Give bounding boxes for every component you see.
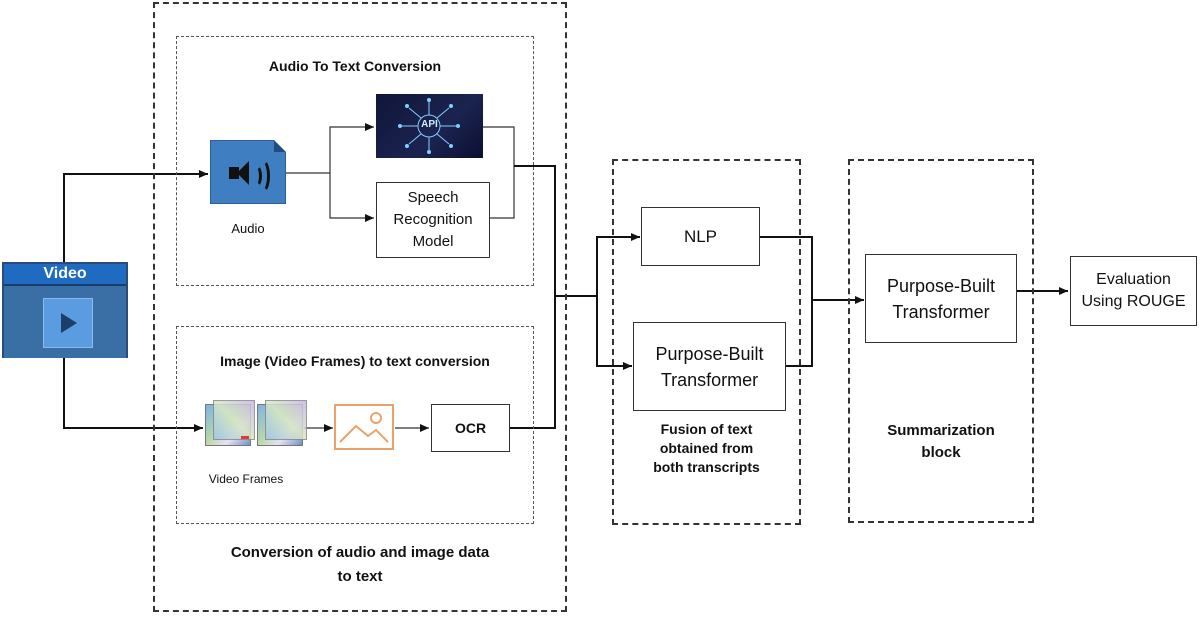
conversion-caption-line1: Conversion of audio and image data (230, 544, 490, 561)
speech-recognition-box: Speech Recognition Model (376, 182, 490, 258)
video-frames-icon (205, 400, 307, 450)
conversion-block (153, 2, 567, 612)
fusion-caption: Fusion of text obtained from both transc… (653, 421, 760, 475)
api-card: API (376, 94, 483, 158)
audio-section-title: Audio To Text Conversion (268, 58, 442, 74)
api-icon (398, 98, 460, 154)
fusion-block (612, 159, 801, 525)
audio-label: Audio (231, 221, 265, 236)
api-label: API (421, 119, 438, 130)
video-title: Video (4, 264, 126, 286)
line-audio-to-fusion (514, 165, 556, 296)
video-frames-label: Video Frames (208, 472, 284, 486)
arrow-video-to-audio (63, 170, 208, 262)
image-section (176, 326, 534, 524)
evaluation-box: Evaluation Using ROUGE (1070, 256, 1197, 326)
arrow-to-nlp (596, 233, 640, 296)
line-api-out (483, 126, 515, 219)
summarization-transformer-box: Purpose-Built Transformer (865, 254, 1017, 343)
summarization-caption: Summarization block (887, 422, 995, 461)
ocr-box: OCR (431, 404, 510, 452)
nlp-box: NLP (641, 207, 760, 266)
summarization-block (848, 159, 1034, 523)
arrow-to-speech (329, 173, 374, 222)
fusion-transformer-box: Purpose-Built Transformer (633, 322, 786, 411)
arrow-to-api (329, 123, 374, 173)
image-icon (334, 404, 394, 450)
video-block: Video (2, 262, 128, 358)
arrow-video-to-frames (63, 358, 203, 432)
line-ocr-to-fusion (510, 296, 556, 429)
audio-section (176, 36, 534, 286)
speaker-icon (229, 167, 239, 179)
arrow-to-fusion-transformer (596, 296, 632, 370)
play-icon (43, 298, 93, 348)
audio-file-icon (210, 140, 286, 204)
conversion-caption-line2: to text (337, 568, 383, 585)
image-section-title: Image (Video Frames) to text conversion (220, 353, 490, 369)
